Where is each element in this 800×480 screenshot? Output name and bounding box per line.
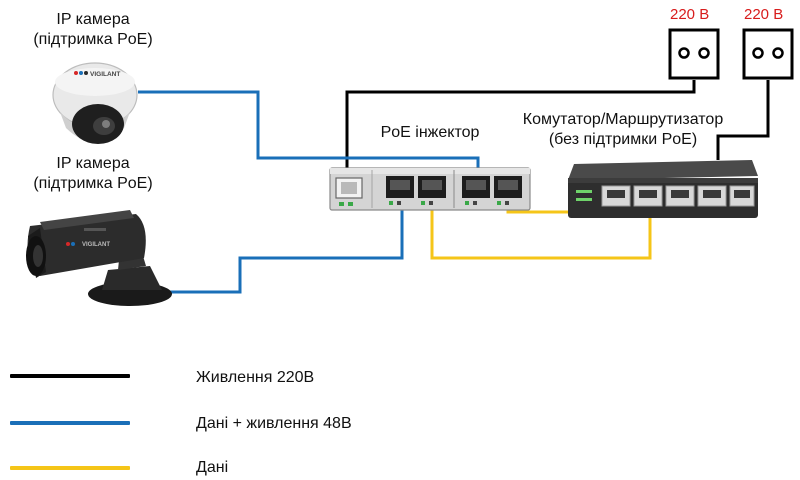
poe-cable-bottom-camera: [170, 196, 404, 294]
dome-camera-brand: VIGILANT: [90, 71, 120, 78]
outlet-left-voltage: 220 В: [670, 6, 710, 23]
legend-line-data: [10, 466, 130, 470]
legend-line-power: [10, 374, 130, 378]
outlet-right-voltage: 220 В: [744, 6, 784, 23]
injector-label: PoE інжектор: [380, 124, 480, 141]
power-outlet-right: [742, 28, 794, 80]
switch-label: Комутатор/Маршрутизатор (без підтримки P…: [503, 110, 743, 150]
dome-camera-image: VIGILANT: [52, 62, 138, 144]
bullet-camera-image: VIGILANT: [26, 210, 172, 306]
camera-top-label: IP камера (підтримка PoE): [16, 10, 170, 50]
switch-title: Комутатор/Маршрутизатор: [522, 111, 724, 128]
power-outlet-left: [668, 28, 720, 80]
legend-label-data-power: Дані + живлення 48В: [196, 415, 352, 432]
power-cable-switch: [716, 80, 770, 160]
switch-subtitle: (без підтримки PoE): [548, 131, 698, 148]
legend-line-data-power: [10, 421, 130, 425]
data-cable-1: [430, 196, 652, 260]
network-switch-device: [568, 160, 758, 218]
camera-top-title: IP камера: [56, 11, 130, 28]
legend-label-power: Живлення 220В: [196, 369, 315, 386]
camera-bottom-subtitle: (підтримка PoE): [33, 175, 153, 192]
power-cable-injector: [345, 80, 696, 178]
legend-label-data: Дані: [196, 459, 229, 476]
camera-bottom-title: IP камера: [56, 155, 130, 172]
bullet-camera-brand: VIGILANT: [82, 242, 110, 248]
poe-injector-device: [329, 167, 531, 211]
camera-top-subtitle: (підтримка PoE): [33, 31, 153, 48]
camera-bottom-label: IP камера (підтримка PoE): [16, 154, 170, 194]
